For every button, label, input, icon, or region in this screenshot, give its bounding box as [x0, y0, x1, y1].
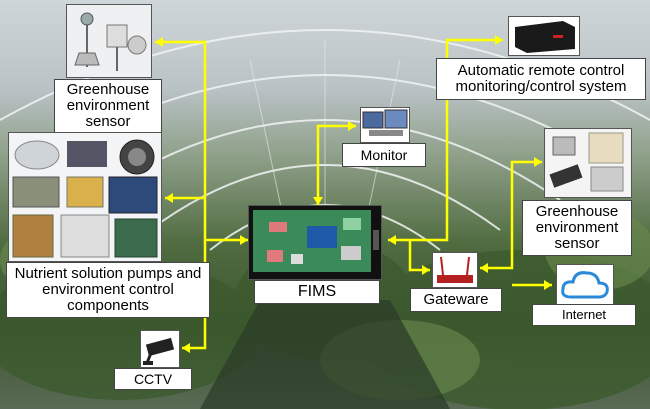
- sensor-icon: [549, 132, 624, 192]
- greenhouse-sensor-right-image: [544, 128, 632, 198]
- cctv-image: [140, 330, 180, 368]
- server-pc-icon: [515, 21, 575, 53]
- weather-station-icon: [67, 5, 151, 77]
- monitor-label: Monitor: [342, 143, 426, 167]
- nutrient-pumps-label: Nutrient solution pumps and environment …: [6, 262, 210, 318]
- greenhouse-sensor-right-label: Greenhouse environment sensor: [522, 200, 632, 256]
- greenhouse-sensor-left-label: Greenhouse environment sensor: [54, 79, 162, 133]
- pump-icon: [9, 133, 161, 261]
- cloud-icon: [561, 271, 609, 299]
- circuit-board-icon: [253, 210, 379, 272]
- gateway-image: [432, 252, 478, 288]
- router-icon: [437, 256, 473, 283]
- monitor-icon: [362, 109, 408, 136]
- greenhouse-sensor-left-image: [66, 4, 152, 78]
- fims-image: [248, 205, 382, 280]
- monitor-image: [360, 107, 410, 143]
- remote-control-image: [508, 16, 580, 56]
- cctv-label: CCTV: [114, 368, 192, 390]
- gateway-label: Gateware: [410, 288, 502, 312]
- internet-image: [556, 264, 614, 306]
- fims-label: FIMS: [254, 280, 380, 304]
- nutrient-pumps-image: [8, 132, 162, 262]
- remote-control-label: Automatic remote control monitoring/cont…: [436, 58, 646, 100]
- internet-label: Internet: [532, 304, 636, 326]
- cctv-camera-icon: [143, 337, 175, 365]
